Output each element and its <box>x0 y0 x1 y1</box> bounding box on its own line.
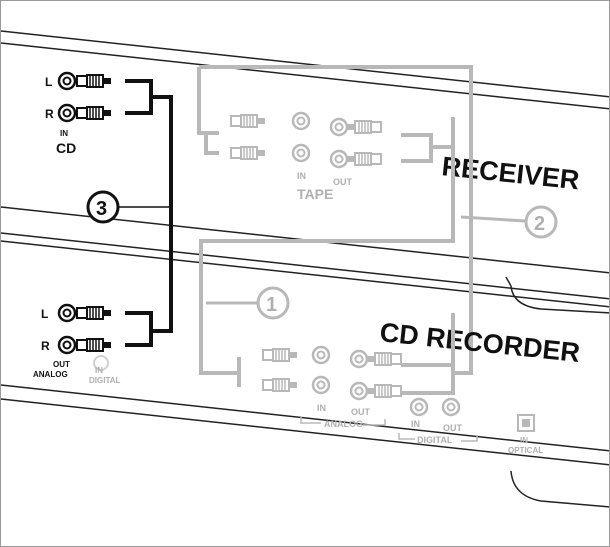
rec-digital-in-socket <box>409 397 429 417</box>
rec-analog-out-label: OUT <box>351 407 371 417</box>
cd-in-plug-l <box>76 74 112 88</box>
analog-out-plug-l <box>76 306 112 320</box>
rec-analog-out-socket-l <box>349 349 369 369</box>
callout-3-label: 3 <box>96 198 107 220</box>
rec-digital-label: DIGITAL <box>417 435 453 445</box>
cd-recorder-label: CD RECORDER <box>378 317 581 368</box>
digital-label: DIGITAL <box>89 376 121 385</box>
callout-1-label: 1 <box>266 294 277 316</box>
rec-analog-out-plug-l <box>366 352 402 366</box>
tape-in-plug-l <box>230 114 266 128</box>
rec-digital-out-label: OUT <box>443 423 463 433</box>
optical-port-icon <box>517 414 535 432</box>
cd-in-jacks: L R IN CD <box>45 71 112 156</box>
analog-out-plug-r <box>76 338 112 352</box>
cd-in-plug-r <box>76 106 112 120</box>
recorder-jacks: IN OUT ANALOG IN OUT DIGITAL IN OPTICAL <box>262 345 543 455</box>
analog-out-l-label: L <box>41 307 48 321</box>
tape-out-socket-l <box>329 117 349 137</box>
callout-3: 3 <box>86 190 120 224</box>
tape-in-socket-l <box>291 111 311 131</box>
rec-analog-in-socket-r <box>311 375 331 395</box>
analog-out-socket-l <box>57 303 77 323</box>
cable-3 <box>119 79 173 347</box>
optical-label: OPTICAL <box>508 446 543 455</box>
cd-label: CD <box>56 140 76 156</box>
rec-analog-in-socket-l <box>311 345 331 365</box>
digital-in-label: IN <box>95 366 103 375</box>
rec-analog-in-plug-r <box>262 378 298 392</box>
optical-in-label: IN <box>520 436 528 445</box>
tape-in-socket-r <box>291 143 311 163</box>
rec-analog-out-plug-r <box>366 384 402 398</box>
tape-out-socket-r <box>329 149 349 169</box>
cd-in-socket-r <box>57 103 77 123</box>
cd-in-label: IN <box>60 129 68 138</box>
analog-out-label: OUT <box>53 360 70 369</box>
analog-label: ANALOG <box>33 370 68 379</box>
tape-label: TAPE <box>297 186 333 202</box>
rec-analog-in-plug-l <box>262 348 298 362</box>
tape-in-plug-r <box>230 146 266 160</box>
rec-analog-out-socket-r <box>349 381 369 401</box>
tape-in-label: IN <box>297 171 306 181</box>
cd-in-socket-l <box>57 71 77 91</box>
tape-jacks: IN OUT TAPE <box>230 111 382 202</box>
rec-digital-out-socket <box>441 397 461 417</box>
cd-recorder-panel <box>1 240 609 508</box>
rec-analog-label: ANALOG <box>324 419 363 429</box>
tape-out-plug-r <box>346 152 382 166</box>
analog-out-jacks: L R OUT ANALOG IN DIGITAL <box>33 303 121 385</box>
receiver-label: RECEIVER <box>440 151 580 195</box>
callout-1: 1 <box>256 286 290 320</box>
cable-1-outline <box>199 131 526 395</box>
analog-out-socket-r <box>57 335 77 355</box>
tape-out-plug-l <box>346 120 382 134</box>
digital-in-socket <box>93 355 109 371</box>
rec-digital-in-label: IN <box>411 419 420 429</box>
tape-out-label: OUT <box>333 177 353 187</box>
callout-2: 2 <box>524 205 558 239</box>
analog-out-r-label: R <box>41 339 50 353</box>
cd-in-l-label: L <box>45 75 52 89</box>
rec-analog-in-label: IN <box>317 403 326 413</box>
cd-in-r-label: R <box>45 107 54 121</box>
callout-2-label: 2 <box>534 213 545 235</box>
